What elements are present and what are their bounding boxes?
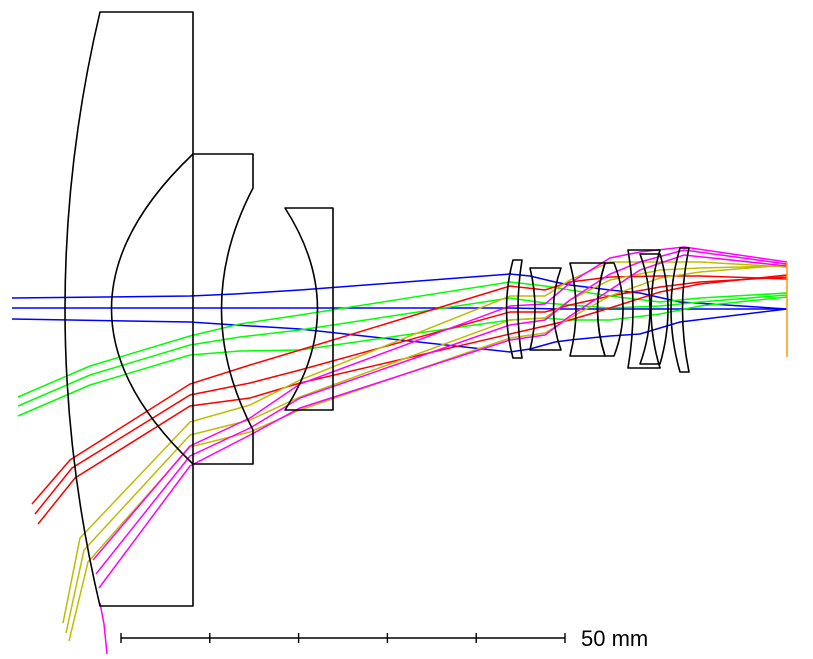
ray-magenta-2: [95, 249, 788, 575]
lens-element-7: [596, 262, 624, 357]
lens-element-2: [110, 153, 254, 465]
ray-green-1: [17, 281, 788, 398]
lens-element-4: [505, 259, 523, 359]
lens-element-1: [64, 11, 194, 607]
ray-blue-3: [11, 308, 788, 353]
scale-bar-ticks: [120, 633, 566, 643]
scale-bar: 50 mm: [120, 626, 648, 651]
lens-element-8: [627, 249, 661, 369]
ray-red-1: [31, 275, 788, 505]
ray-blue-1: [11, 273, 788, 310]
lens-elements: [64, 11, 690, 607]
lens-element-5: [529, 267, 562, 351]
ray-blue-2: [12, 307, 787, 310]
ray-bundle-red: [31, 274, 788, 525]
scale-bar-label: 50 mm: [581, 626, 648, 651]
lens-element-10: [670, 247, 690, 373]
ray-magenta-3: [98, 254, 788, 589]
ray-bundle-blue: [11, 273, 788, 353]
ray-bundle-olive: [62, 261, 788, 642]
lens-element-9: [639, 253, 669, 365]
ray-green-2: [17, 294, 788, 407]
ray-olive-2: [65, 265, 788, 634]
ray-magenta-4: [99, 602, 108, 655]
lens-element-3: [284, 207, 334, 411]
